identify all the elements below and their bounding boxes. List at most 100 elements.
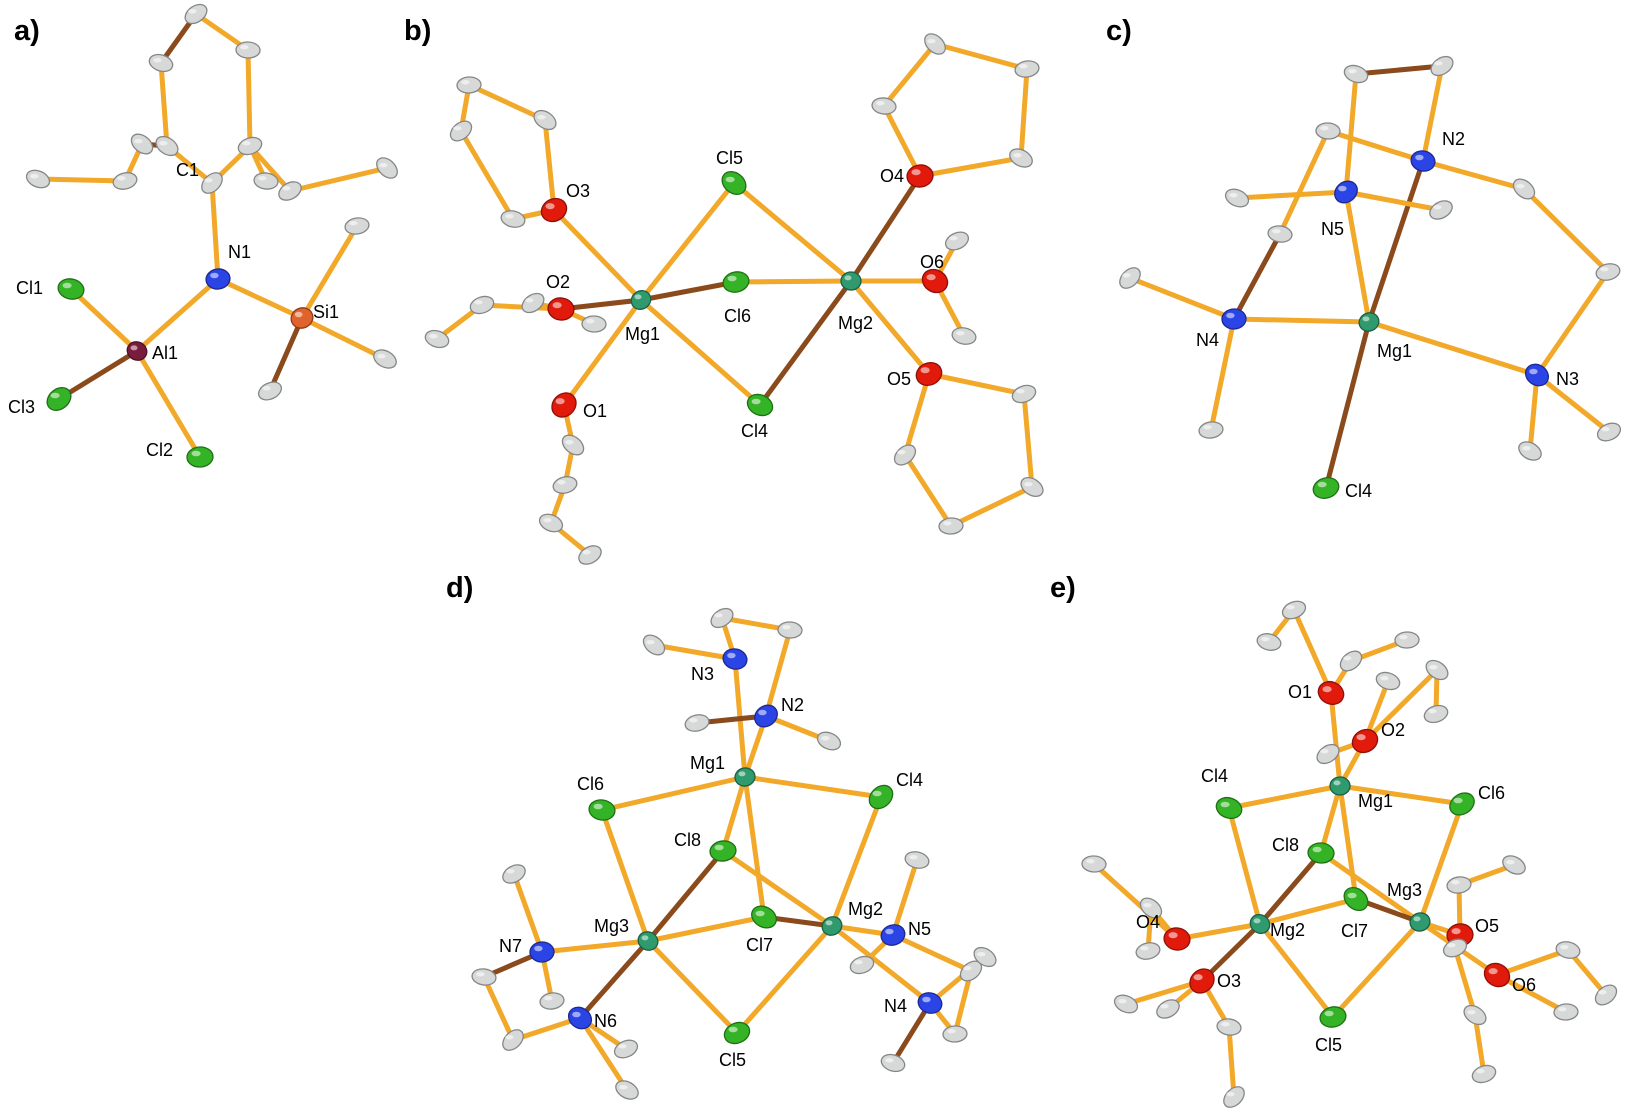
atom-highlight xyxy=(1272,228,1281,234)
atom-highlight xyxy=(1347,892,1357,899)
bond xyxy=(1123,978,1205,1007)
atom-highlight xyxy=(963,965,972,971)
atom-label-o6: O6 xyxy=(1512,975,1536,995)
bond xyxy=(1534,269,1611,378)
bond xyxy=(757,278,854,408)
atom-label-cl4: Cl4 xyxy=(1345,481,1372,501)
panel-c-bonds xyxy=(1127,63,1612,491)
atom-mg1 xyxy=(1329,776,1351,796)
bond xyxy=(848,278,932,377)
atom-highlight xyxy=(977,951,986,957)
atom-highlight xyxy=(1143,902,1152,908)
bond xyxy=(890,857,920,938)
atom-label-o5: O5 xyxy=(887,369,911,389)
atom-highlight xyxy=(1522,445,1531,451)
atom-highlight xyxy=(1529,368,1538,375)
bond xyxy=(742,774,767,920)
atom-highlight xyxy=(379,162,388,168)
atom-highlight xyxy=(920,367,930,374)
atom-label-o2: O2 xyxy=(1381,720,1405,740)
atom-label-cl8: Cl8 xyxy=(1272,835,1299,855)
atom-label-cl6: Cl6 xyxy=(577,774,604,794)
bond xyxy=(1494,947,1571,978)
atom-highlight xyxy=(1380,675,1389,681)
atom-highlight xyxy=(555,398,565,405)
bond xyxy=(1318,850,1423,925)
atom-highlight xyxy=(1506,859,1515,865)
atom-carbon xyxy=(642,634,666,656)
atom-highlight xyxy=(1226,312,1235,319)
atom-highlight xyxy=(909,854,918,860)
atom-highlight xyxy=(1320,125,1329,131)
atom-highlight xyxy=(543,517,552,523)
bond xyxy=(1366,319,1540,378)
atom-highlight xyxy=(572,1011,581,1018)
atom-label-cl4: Cl4 xyxy=(741,421,768,441)
panel-a-atoms xyxy=(25,3,398,468)
atom-highlight xyxy=(1516,183,1525,189)
atom-label-o3: O3 xyxy=(1217,971,1241,991)
bond xyxy=(267,315,305,394)
panel-label-c: c) xyxy=(1106,15,1132,47)
panel-b-atoms xyxy=(424,33,1044,565)
atom-highlight xyxy=(50,392,60,399)
bond xyxy=(1420,158,1527,192)
atom-highlight xyxy=(922,996,931,1003)
atom-carbon xyxy=(581,315,607,333)
bond xyxy=(1257,896,1359,927)
atom-carbon xyxy=(561,434,585,456)
bond xyxy=(645,938,740,1036)
atom-highlight xyxy=(537,114,546,120)
atom-label-o4: O4 xyxy=(880,166,904,186)
atom-label-n1: N1 xyxy=(228,242,251,262)
atom-highlight xyxy=(1601,426,1610,432)
atom-highlight xyxy=(1322,686,1332,693)
bond xyxy=(1366,158,1426,325)
atom-label-mg3: Mg3 xyxy=(1387,880,1422,900)
bond xyxy=(1226,1024,1237,1100)
bond xyxy=(158,60,170,149)
atom-highlight xyxy=(1467,1009,1476,1015)
atom-label-cl5: Cl5 xyxy=(719,1050,746,1070)
atom-highlight xyxy=(1016,388,1025,394)
bond xyxy=(1174,921,1263,942)
atom-label-cl7: Cl7 xyxy=(746,935,773,955)
bond xyxy=(1018,66,1030,161)
atom-highlight xyxy=(62,282,72,289)
panel-e-atoms xyxy=(1081,600,1618,1108)
atom-carbon xyxy=(1339,650,1363,672)
atom-highlight xyxy=(1362,316,1370,322)
atom-highlight xyxy=(1286,604,1295,610)
atom-label-mg3: Mg3 xyxy=(594,916,629,936)
atom-carbon xyxy=(1081,855,1107,873)
atom-highlight xyxy=(1447,942,1456,948)
atom-highlight xyxy=(377,353,386,359)
atom-label-o4: O4 xyxy=(1136,912,1160,932)
atom-highlight xyxy=(1476,1068,1485,1074)
bond xyxy=(542,117,557,213)
atom-highlight xyxy=(1558,1006,1567,1012)
atom-highlight xyxy=(876,100,885,106)
bond xyxy=(1328,690,1343,789)
atom-highlight xyxy=(534,945,543,952)
bond xyxy=(466,82,548,123)
atom-highlight xyxy=(755,910,765,917)
atom-label-o1: O1 xyxy=(1288,682,1312,702)
atom-highlight xyxy=(1333,780,1341,786)
atom-label-n3: N3 xyxy=(691,664,714,684)
atom-highlight xyxy=(844,275,852,281)
atom-highlight xyxy=(1220,801,1230,808)
atom-highlight xyxy=(453,125,462,131)
atom-highlight xyxy=(552,302,562,309)
atom-label-n4: N4 xyxy=(1196,330,1219,350)
atom-highlight xyxy=(825,920,833,926)
bond xyxy=(890,1000,933,1066)
atom-label-cl4: Cl4 xyxy=(896,770,923,790)
atom-highlight xyxy=(1193,974,1203,981)
atom-c1 xyxy=(201,172,223,194)
atom-label-n2: N2 xyxy=(1442,129,1465,149)
atom-highlight xyxy=(641,935,649,941)
